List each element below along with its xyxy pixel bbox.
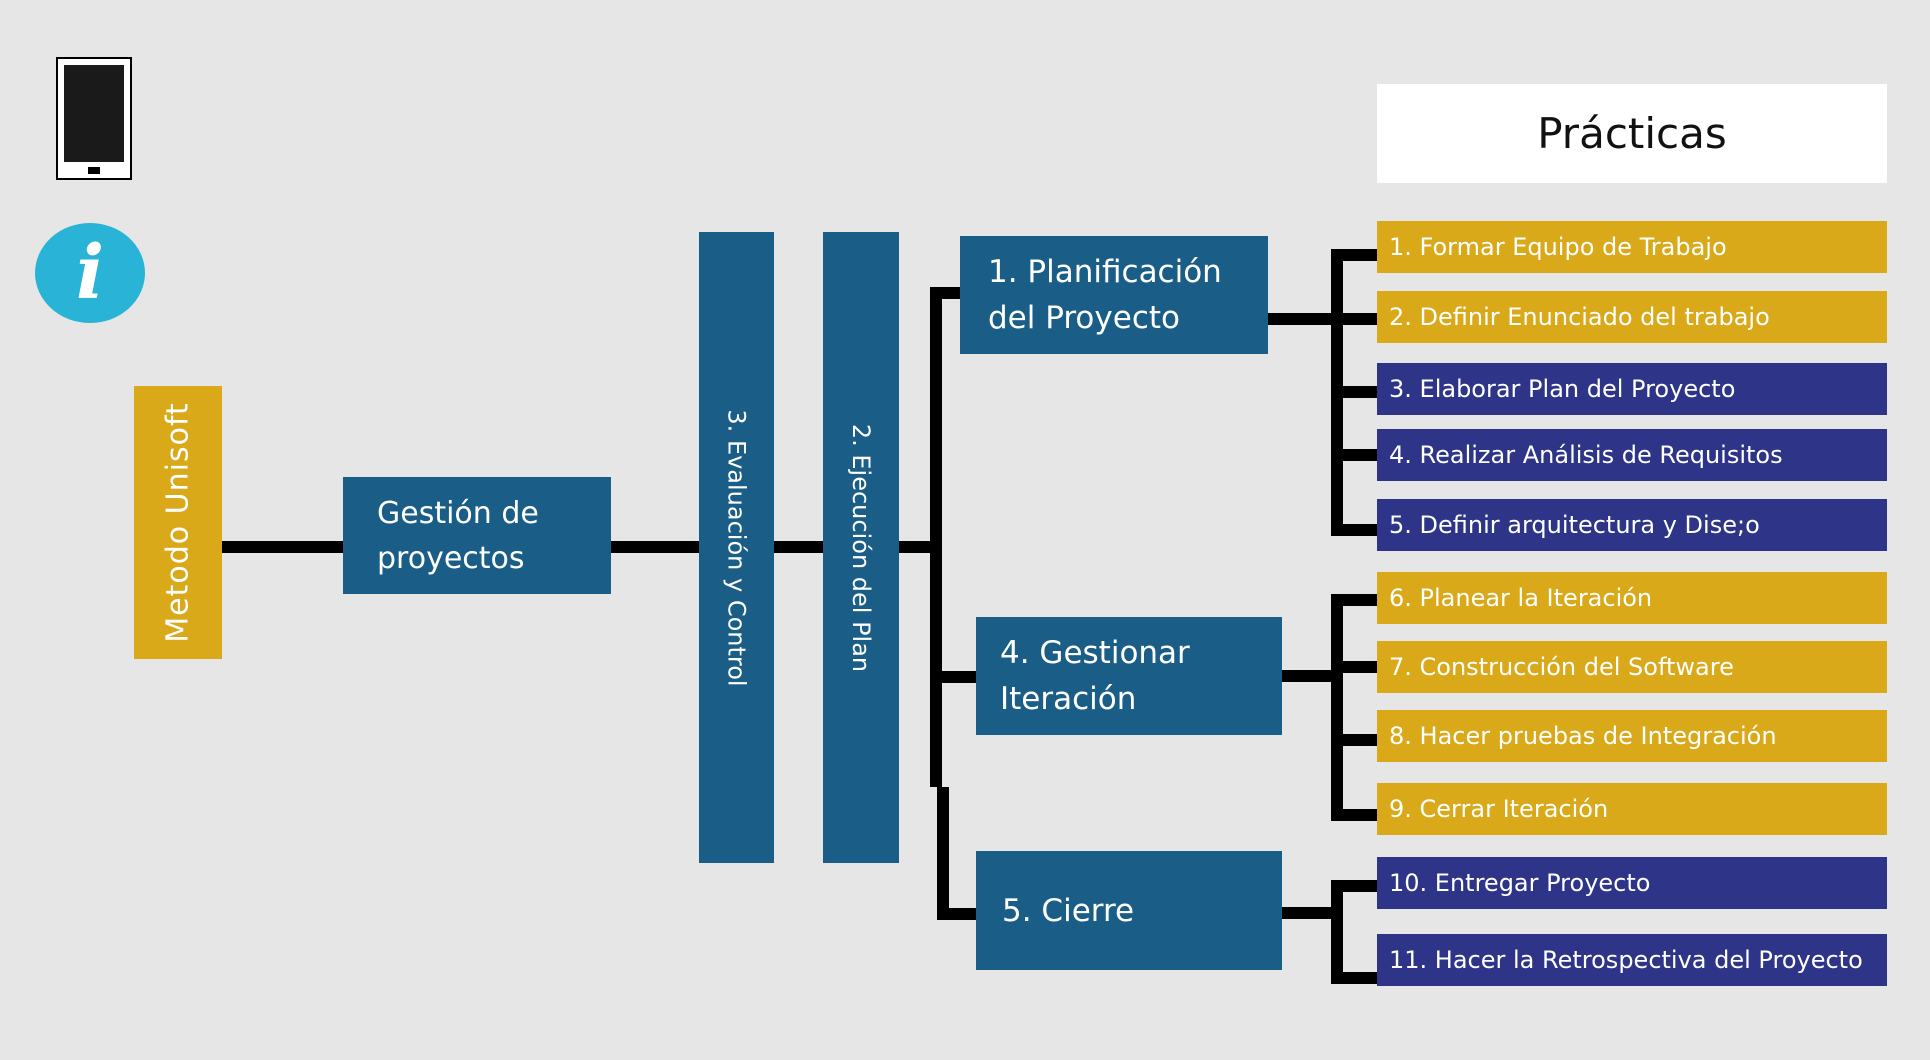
bracket-group3 (1331, 880, 1343, 984)
practice-item-8[interactable]: 8. Hacer pruebas de Integración (1377, 710, 1887, 762)
gestion-de-proyectos-box[interactable]: Gestión de proyectos (343, 477, 611, 594)
root-metodo-unisoft[interactable]: Metodo Unisoft (134, 386, 222, 659)
tick-p1 (1331, 249, 1377, 261)
tablet-icon[interactable] (56, 57, 132, 180)
tick-p2 (1331, 313, 1377, 325)
tick-p9 (1331, 809, 1377, 821)
tick-p7 (1331, 661, 1377, 673)
practice-item-9[interactable]: 9. Cerrar Iteración (1377, 783, 1887, 835)
practice-item-11[interactable]: 11. Hacer la Retrospectiva del Proyecto (1377, 934, 1887, 986)
practice-item-1[interactable]: 1. Formar Equipo de Trabajo (1377, 221, 1887, 273)
ejecucion-label: 2. Ejecución del Plan (847, 423, 875, 672)
connector-gestionar-out (1282, 670, 1334, 682)
connector-cierre-out (1282, 907, 1334, 919)
connector-planificacion-out (1268, 313, 1334, 325)
info-glyph: i (75, 230, 105, 316)
practicas-title: Prácticas (1377, 84, 1887, 183)
practice-item-4[interactable]: 4. Realizar Análisis de Requisitos (1377, 429, 1887, 481)
evaluacion-control-column[interactable]: 3. Evaluación y Control (699, 232, 774, 863)
practice-item-3[interactable]: 3. Elaborar Plan del Proyecto (1377, 363, 1887, 415)
info-icon[interactable]: i (35, 223, 145, 323)
gestionar-iteracion-box[interactable]: 4. Gestionar Iteración (976, 617, 1282, 735)
tablet-home-button (88, 167, 100, 174)
connector-to-gestionar (930, 671, 976, 683)
practice-item-7[interactable]: 7. Construcción del Software (1377, 641, 1887, 693)
practice-item-6[interactable]: 6. Planear la Iteración (1377, 572, 1887, 624)
connector-to-planificacion (930, 287, 960, 299)
tick-p4 (1331, 449, 1377, 461)
cierre-box[interactable]: 5. Cierre (976, 851, 1282, 970)
tick-p11 (1331, 972, 1377, 984)
planificacion-box[interactable]: 1. Planificación del Proyecto (960, 236, 1268, 354)
root-label: Metodo Unisoft (160, 402, 196, 643)
tick-p6 (1331, 594, 1377, 606)
practice-item-2[interactable]: 2. Definir Enunciado del trabajo (1377, 291, 1887, 343)
ejecucion-plan-column[interactable]: 2. Ejecución del Plan (823, 232, 899, 863)
tick-p8 (1331, 734, 1377, 746)
tick-p5 (1331, 524, 1377, 536)
connector-trunk-upper (930, 287, 942, 787)
tablet-screen (64, 65, 124, 162)
practice-item-5[interactable]: 5. Definir arquitectura y Dise;o (1377, 499, 1887, 551)
bracket-group2 (1331, 594, 1343, 821)
tick-p3 (1331, 386, 1377, 398)
connector-trunk-lower (937, 787, 949, 920)
practice-item-10[interactable]: 10. Entregar Proyecto (1377, 857, 1887, 909)
connector-to-cierre (937, 908, 976, 920)
connector-root-gestion (222, 541, 343, 553)
tick-p10 (1331, 880, 1377, 892)
evaluacion-label: 3. Evaluación y Control (722, 408, 751, 687)
